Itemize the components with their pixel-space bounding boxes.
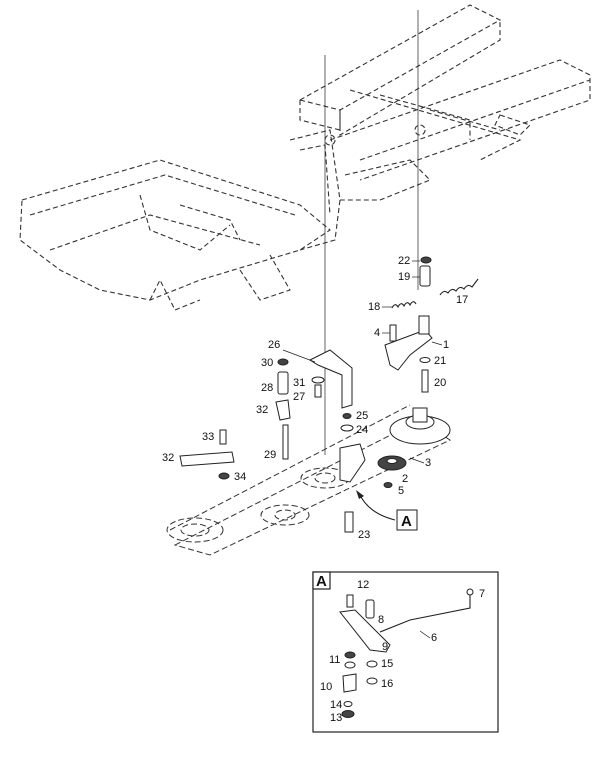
callout-24: 24 [356, 424, 368, 436]
washer-24 [340, 424, 354, 432]
bolt-23 [344, 511, 354, 533]
bolt-4 [389, 324, 397, 342]
callout-28: 28 [261, 382, 273, 394]
callout-8: 8 [378, 614, 384, 626]
callout-26: 26 [268, 339, 280, 351]
callout-34: 34 [234, 471, 246, 483]
callout-1: 1 [443, 339, 449, 351]
nut-5 [383, 482, 393, 488]
callout-12: 12 [357, 579, 369, 591]
spacer-19 [419, 265, 431, 287]
callout-32-lower: 32 [162, 452, 174, 464]
spring-17 [439, 278, 479, 296]
bracket-26 [308, 349, 353, 409]
callout-19: 19 [398, 271, 410, 283]
callout-5: 5 [398, 485, 404, 497]
washer-31 [311, 376, 325, 384]
nut-22 [420, 256, 432, 264]
callout-32-upper: 32 [256, 404, 268, 416]
callout-20: 20 [434, 377, 446, 389]
callout-6: 6 [431, 632, 437, 644]
callout-30: 30 [261, 357, 273, 369]
tractor-frame [19, 4, 591, 311]
callout-14: 14 [330, 699, 342, 711]
bolt-29 [282, 424, 289, 460]
plate-32-lower [179, 451, 235, 467]
callout-25: 25 [356, 410, 368, 422]
detail-arrow [359, 494, 396, 521]
bolt-33 [219, 429, 227, 445]
idler-bracket [339, 443, 366, 483]
callout-23: 23 [358, 529, 370, 541]
deck-pulleys-belt [166, 404, 452, 556]
callout-31: 31 [293, 377, 305, 389]
callout-7: 7 [479, 588, 485, 600]
callout-29: 29 [264, 449, 276, 461]
nut-25 [342, 413, 352, 419]
link-32-upper [275, 399, 291, 421]
callout-labels: 22 19 17 18 4 1 21 20 26 30 28 31 27 32 … [162, 255, 485, 724]
bolt-27 [314, 384, 322, 398]
callout-9: 9 [382, 641, 388, 653]
callout-27: 27 [293, 391, 305, 403]
callout-33: 33 [202, 431, 214, 443]
spacer-28 [277, 371, 289, 395]
callout-17: 17 [456, 294, 468, 306]
callout-22: 22 [398, 255, 410, 267]
callout-11: 11 [329, 654, 340, 666]
bolt-20 [421, 369, 429, 393]
callout-16: 16 [381, 678, 393, 690]
nut-34 [218, 472, 230, 480]
callout-2: 2 [402, 473, 408, 485]
detail-ref-label: A [401, 513, 412, 530]
detail-ref-box [396, 509, 418, 531]
callout-15: 15 [381, 658, 393, 670]
callout-21: 21 [434, 355, 446, 367]
nut-30 [277, 358, 289, 366]
washer-21 [419, 357, 431, 363]
callout-13: 13 [330, 712, 342, 724]
detail-a-panel: A [312, 571, 499, 733]
callout-4: 4 [374, 327, 380, 339]
callout-10: 10 [320, 681, 332, 693]
spring-18 [391, 301, 417, 309]
callout-18: 18 [368, 301, 380, 313]
detail-box-label: A [316, 573, 327, 590]
callout-3: 3 [425, 457, 431, 469]
